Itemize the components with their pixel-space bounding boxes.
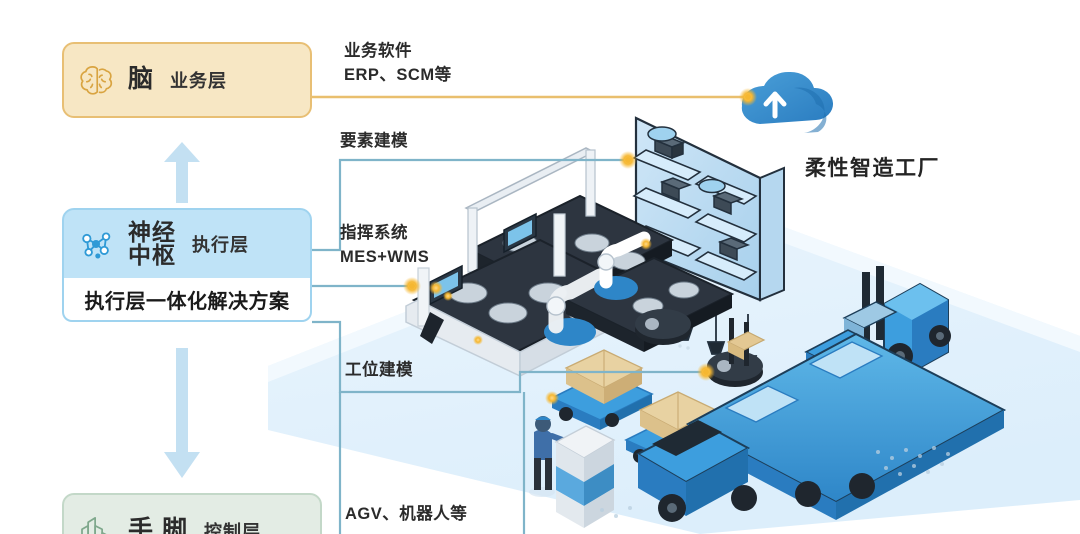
layer-brain-title: 脑 bbox=[128, 65, 155, 94]
layer-nerve-text: 神经 中枢 执行层 bbox=[128, 221, 249, 267]
layer-box-brain[interactable]: 脑 业务层 bbox=[62, 42, 312, 118]
flow-arrow-brain-to-nerve bbox=[164, 142, 200, 203]
cloud-upload-icon bbox=[741, 71, 834, 133]
layer-control-title: 手 脚 bbox=[128, 516, 188, 534]
layer-brain-text: 脑 业务层 bbox=[128, 67, 227, 93]
flow-arrow-nerve-to-hand bbox=[164, 348, 200, 478]
execution-layer-solution-bar[interactable]: 执行层一体化解决方案 bbox=[62, 278, 312, 322]
layer-nerve-title: 神经 中枢 bbox=[128, 219, 176, 268]
brain-icon bbox=[64, 59, 128, 101]
forklift bbox=[804, 266, 951, 384]
label-station-modeling: 工位建模 bbox=[345, 361, 413, 379]
neural-network-icon bbox=[64, 222, 128, 266]
layer-brain-subtitle: 业务层 bbox=[170, 71, 228, 91]
agv-carts-with-boxes bbox=[550, 349, 728, 472]
delivery-truck bbox=[600, 332, 1007, 522]
label-command-system: 指挥系统 MES+WMS bbox=[340, 224, 430, 266]
layer-box-nerve-center[interactable]: 神经 中枢 执行层 bbox=[62, 208, 312, 280]
accent-dots bbox=[429, 238, 652, 405]
layer-control-subtitle: 控制层 bbox=[203, 522, 261, 534]
mobile-agv-robots bbox=[635, 309, 766, 387]
label-business-software: 业务软件 ERP、SCM等 bbox=[344, 42, 452, 84]
machine-cabinets bbox=[554, 425, 616, 528]
label-element-modeling: 要素建模 bbox=[340, 132, 408, 150]
factory-worker bbox=[529, 416, 571, 497]
execution-layer-solution-label: 执行层一体化解决方案 bbox=[84, 290, 290, 313]
layer-box-control[interactable]: 手 脚 控制层 bbox=[62, 493, 322, 534]
connector-line-command-system bbox=[312, 277, 421, 295]
flexible-smart-factory-title: 柔性智造工厂 bbox=[805, 157, 940, 180]
layer-control-text: 手 脚 控制层 bbox=[128, 518, 261, 534]
label-agv-robots: AGV、机器人等 bbox=[345, 505, 468, 523]
warehouse-rack bbox=[610, 116, 785, 369]
layer-nerve-subtitle: 执行层 bbox=[192, 235, 249, 255]
factory-icon bbox=[64, 510, 128, 534]
connector-line-business-software bbox=[312, 88, 757, 106]
robotic-arms bbox=[420, 231, 651, 346]
production-line-conveyors bbox=[405, 147, 735, 378]
